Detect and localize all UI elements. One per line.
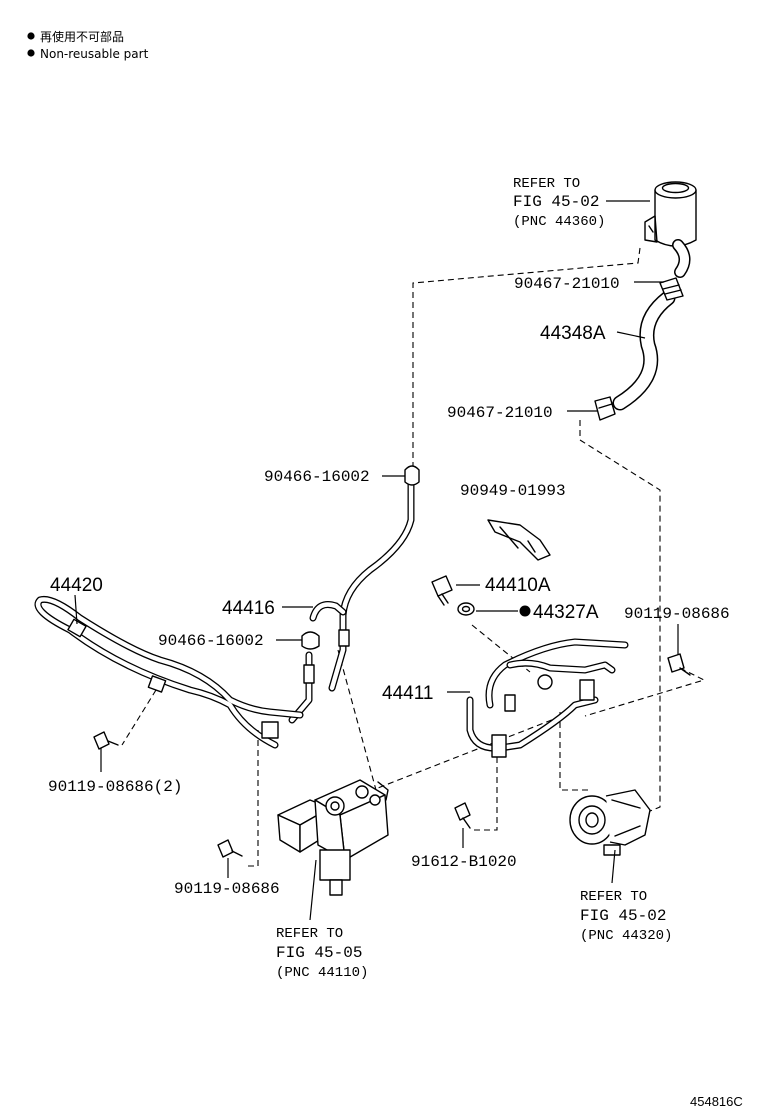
hose-clamp-lower [594,396,616,421]
reference-line: REFER TO [513,176,580,192]
hose-clamp-upper [659,277,684,301]
leader-lines [74,200,679,921]
legend-english: Non-reusable part [40,47,149,61]
part-label-clamp-lower: 90467-21010 [447,404,553,422]
part-label-hose: 44348A [540,323,606,344]
bolt-right [667,653,691,676]
reference-line: REFER TO [276,926,343,942]
part-label-gasket: 44327A [533,602,599,623]
pressure-tube [466,638,629,758]
gasket [457,602,475,616]
non-reusable-bullet-icon [27,32,35,40]
non-reusable-bullet-icon [27,49,35,57]
reference-gear: REFER TO FIG 45-05 (PNC 44110) [276,926,368,981]
reservoir-tank [644,181,697,278]
non-reusable-bullet-icon [519,605,531,617]
assembly-dashed-lines [121,247,706,867]
part-label-union-bolt: 44410A [485,575,551,596]
tube-clamp-top [404,465,420,486]
part-label-bracket-clamp: 90949-01993 [460,482,566,500]
part-label-bolt-left: 90119-08686(2) [48,778,182,796]
part-label-cooler-tube: 44420 [50,575,103,596]
reference-line: REFER TO [580,889,647,905]
bolt-bracket [454,802,471,829]
reference-pump: REFER TO FIG 45-02 (PNC 44320) [580,889,672,944]
legend: 再使用不可部品 Non-reusable part [27,29,149,61]
reference-pnc: (PNC 44110) [276,965,368,981]
part-label-bolt-bracket: 91612-B1020 [411,853,517,871]
part-label-tube-clamp-mid: 90466-16002 [158,632,264,650]
part-label-clamp-upper: 90467-21010 [514,275,620,293]
part-label-bolt-right: 90119-08686 [624,605,730,623]
cooler-tube [34,595,304,749]
bolt-left [93,731,119,750]
return-hose [612,290,676,411]
reference-figure: FIG 45-05 [276,944,362,962]
part-labels: 90467-21010 44348A 90467-21010 90466-160… [48,275,730,898]
steering-gear [277,779,389,896]
reference-pnc: (PNC 44360) [513,214,605,230]
reference-pnc: (PNC 44320) [580,928,672,944]
bolt-gear [217,839,243,858]
union-bolt [431,575,453,606]
bracket-clamp [487,519,551,561]
part-label-tube-clamp-top: 90466-16002 [264,468,370,486]
part-label-bolt-gear: 90119-08686 [174,880,280,898]
figure-id: 454816C [690,1094,743,1109]
tube-clamp-mid [301,631,320,650]
power-steering-pump [569,789,651,856]
reference-figure: FIG 45-02 [513,193,599,211]
part-label-return-tube: 44416 [222,598,275,619]
legend-japanese: 再使用不可部品 [40,29,124,44]
reference-reservoir: REFER TO FIG 45-02 (PNC 44360) [513,176,605,230]
part-label-pressure-tube: 44411 [382,683,433,704]
reference-figure: FIG 45-02 [580,907,666,925]
